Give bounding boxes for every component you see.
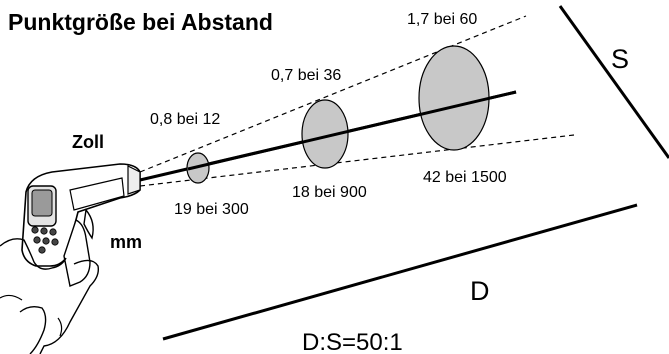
spot-large [418,45,490,151]
unit-inch-label: Zoll [72,132,104,152]
spot-3-mm-label: 42 bei 1500 [423,169,507,186]
spot-2-inch-label: 0,7 bei 36 [271,67,341,84]
unit-mm-label: mm [110,232,142,252]
distance-letter: D [470,276,490,306]
spot-size-side-line [558,5,669,159]
distance-to-spot-ratio: D:S=50:1 [302,329,403,354]
spot-3-inch-label: 1,7 bei 60 [407,11,477,28]
measurement-axis-line-overlay [187,90,517,171]
spot-2-mm-label: 18 bei 900 [292,184,367,201]
hand-icon [0,238,100,354]
distance-base-line [162,203,638,341]
diagram-title: Punktgröße bei Abstand [8,9,273,35]
spot-size-letter: S [611,44,629,74]
infrared-thermometer-icon [21,163,141,287]
spot-1-inch-label: 0,8 bei 12 [150,111,220,128]
cone-upper-dashed-line [139,15,527,173]
spot-1-mm-label: 19 bei 300 [174,201,249,218]
spot-medium [301,99,349,169]
cone-lower-dashed-line [139,134,575,187]
